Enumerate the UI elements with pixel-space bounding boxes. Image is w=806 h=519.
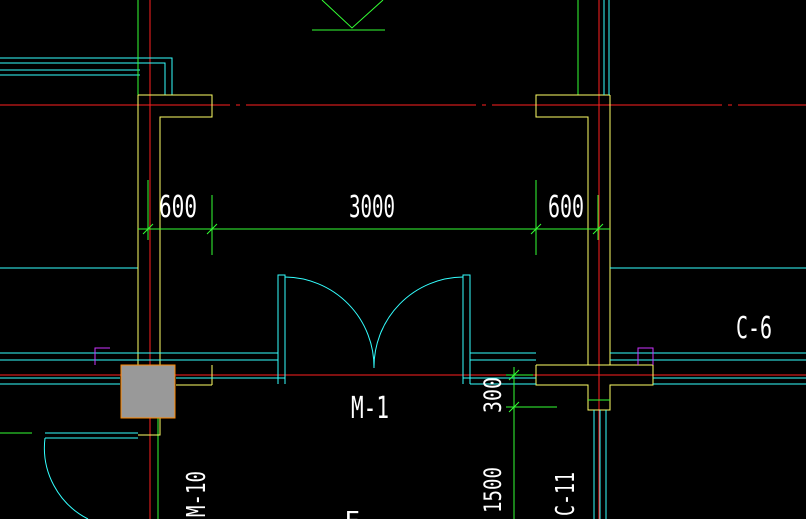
door-label-m10: M-10 xyxy=(182,471,212,517)
wall-left-pier xyxy=(138,94,213,365)
dimension-horizontal xyxy=(138,180,610,255)
horizontal-wall-band xyxy=(0,352,806,401)
wall-right-pier xyxy=(535,94,610,365)
structural-column-icon xyxy=(120,364,176,419)
double-door-swing-icon xyxy=(277,274,471,384)
window-lines-top-left xyxy=(0,57,173,269)
door-swing-lower-left xyxy=(0,432,138,519)
top-green-lines xyxy=(137,0,579,519)
window-label-c6: C-6 xyxy=(736,311,772,346)
door-label-m1: M-1 xyxy=(351,391,389,426)
dimension-text-left: 600 xyxy=(159,189,197,224)
dimension-text-right: 600 xyxy=(548,189,584,224)
dimension-text-vertical-a: 300 xyxy=(479,377,507,413)
dimension-text-vertical-b: 1500 xyxy=(479,467,507,513)
right-wall-lines xyxy=(593,0,806,519)
dimension-text-middle: 3000 xyxy=(349,189,395,224)
window-label-c11: C-11 xyxy=(551,472,581,516)
dimension-vertical xyxy=(506,367,557,519)
label-partial-bottom: F xyxy=(344,507,360,519)
walls xyxy=(137,94,654,436)
magenta-markers xyxy=(94,347,654,365)
